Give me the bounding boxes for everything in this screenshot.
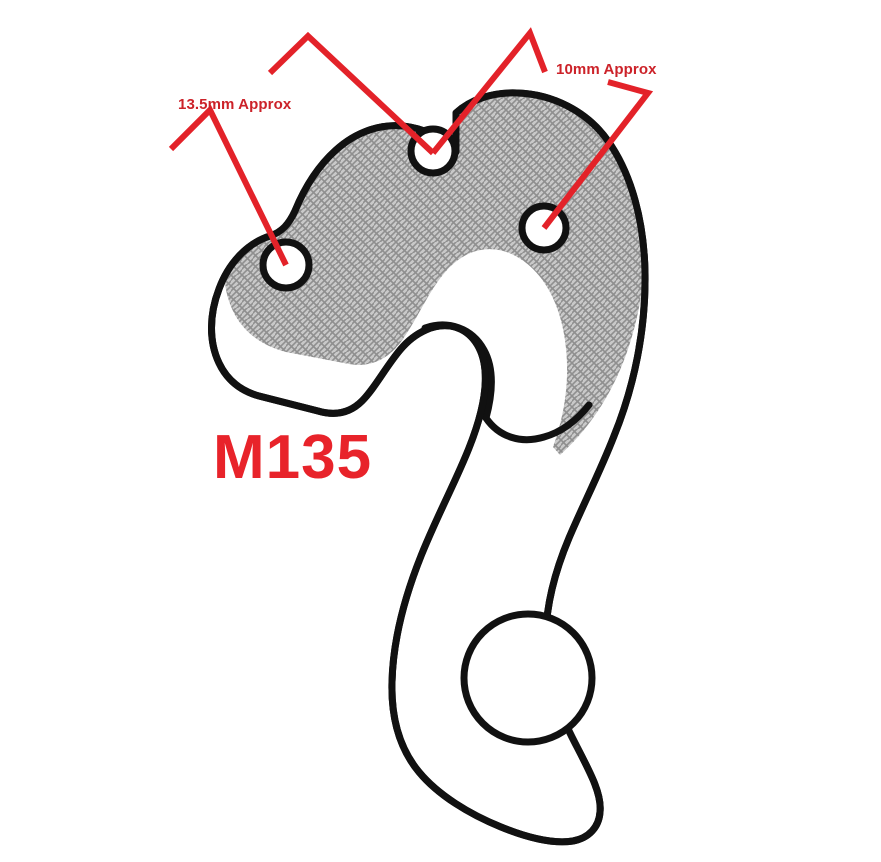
- leader-left-hole: [168, 104, 289, 267]
- annotation-leaders: [168, 27, 654, 267]
- part-number-label: M135: [213, 423, 372, 492]
- hanger-outline-stroke: [208, 89, 649, 846]
- hanger-body-group: [208, 89, 649, 846]
- leader-right-hole: [541, 79, 654, 230]
- leader-top-hole-right: [430, 27, 548, 155]
- dimension-label-right: 10mm Approx: [556, 61, 657, 78]
- axle-hole: [460, 610, 596, 746]
- dimension-label-left: 13.5mm Approx: [178, 96, 292, 113]
- leader-top-hole-left: [267, 31, 436, 156]
